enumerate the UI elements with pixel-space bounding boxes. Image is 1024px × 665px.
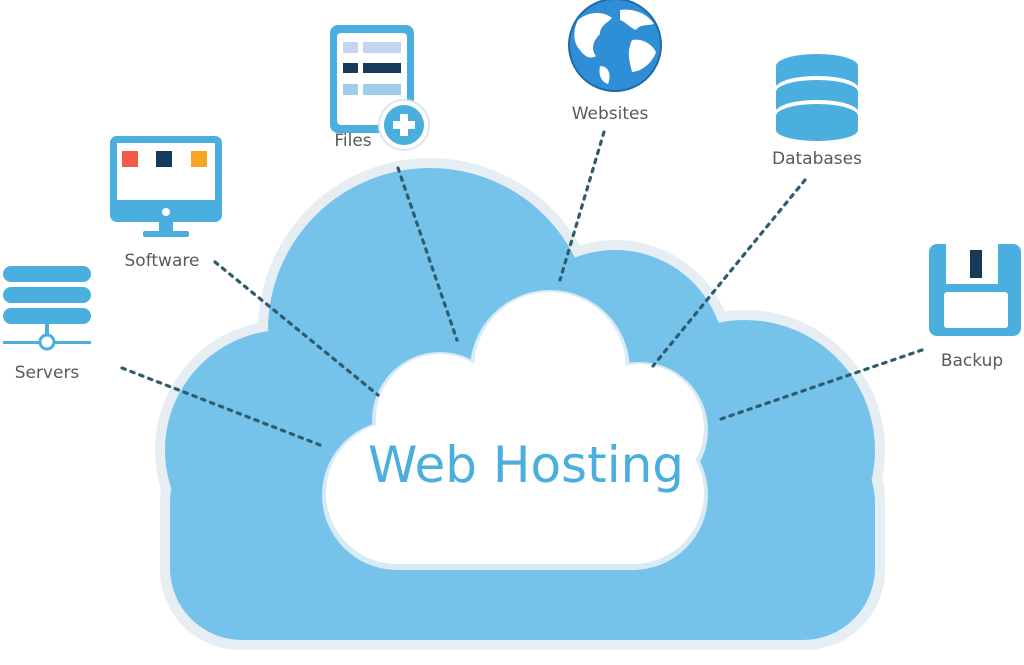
database-icon <box>776 54 858 141</box>
connectors <box>120 130 924 447</box>
connector-websites <box>558 130 606 282</box>
connector-servers <box>120 366 322 447</box>
connector-databases <box>651 178 807 368</box>
servers-label: Servers <box>15 363 80 383</box>
websites-label: Websites <box>572 104 649 124</box>
databases-label: Databases <box>772 149 862 169</box>
server-stack-icon <box>3 266 91 351</box>
software-label: Software <box>125 251 200 271</box>
floppy-disk-icon <box>929 244 1021 336</box>
monitor-icon <box>110 136 222 237</box>
connector-software <box>213 260 380 397</box>
inner-cloud <box>322 290 708 570</box>
backup-label: Backup <box>941 351 1003 371</box>
globe-icon <box>568 0 662 92</box>
connector-files <box>396 166 459 342</box>
file-add-icon <box>330 25 430 151</box>
files-label: Files <box>334 131 371 151</box>
diagram-title: Web Hosting <box>368 436 684 494</box>
connector-backup <box>716 348 924 422</box>
